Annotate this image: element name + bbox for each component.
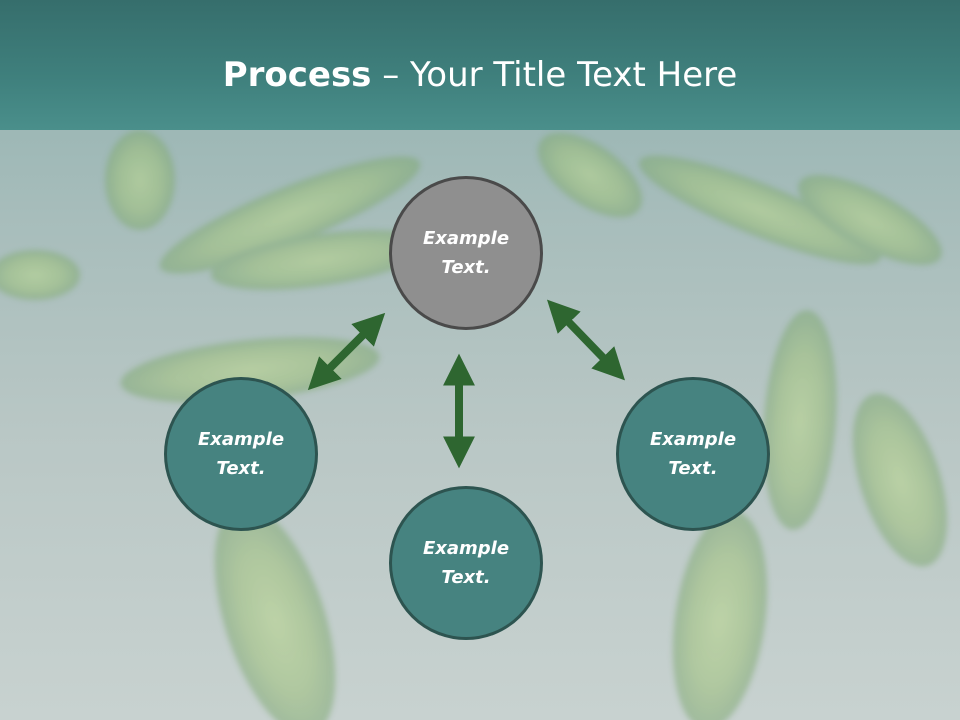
node-top: Example Text. bbox=[389, 176, 543, 330]
node-left-label: Example Text. bbox=[197, 429, 285, 479]
node-bottom-label: Example Text. bbox=[422, 538, 510, 588]
title-rest: – Your Title Text Here bbox=[371, 55, 738, 95]
node-left: Example Text. bbox=[164, 377, 318, 531]
node-right: Example Text. bbox=[616, 377, 770, 531]
node-right-label: Example Text. bbox=[649, 429, 737, 479]
node-bottom: Example Text. bbox=[389, 486, 543, 640]
title-bold: Process bbox=[222, 55, 372, 95]
title-band bbox=[0, 0, 960, 130]
node-top-label: Example Text. bbox=[422, 228, 510, 278]
slide-title: Process – Your Title Text Here bbox=[0, 52, 960, 98]
arrow-top-left bbox=[307, 312, 386, 391]
arrow-top-right bbox=[546, 299, 626, 381]
